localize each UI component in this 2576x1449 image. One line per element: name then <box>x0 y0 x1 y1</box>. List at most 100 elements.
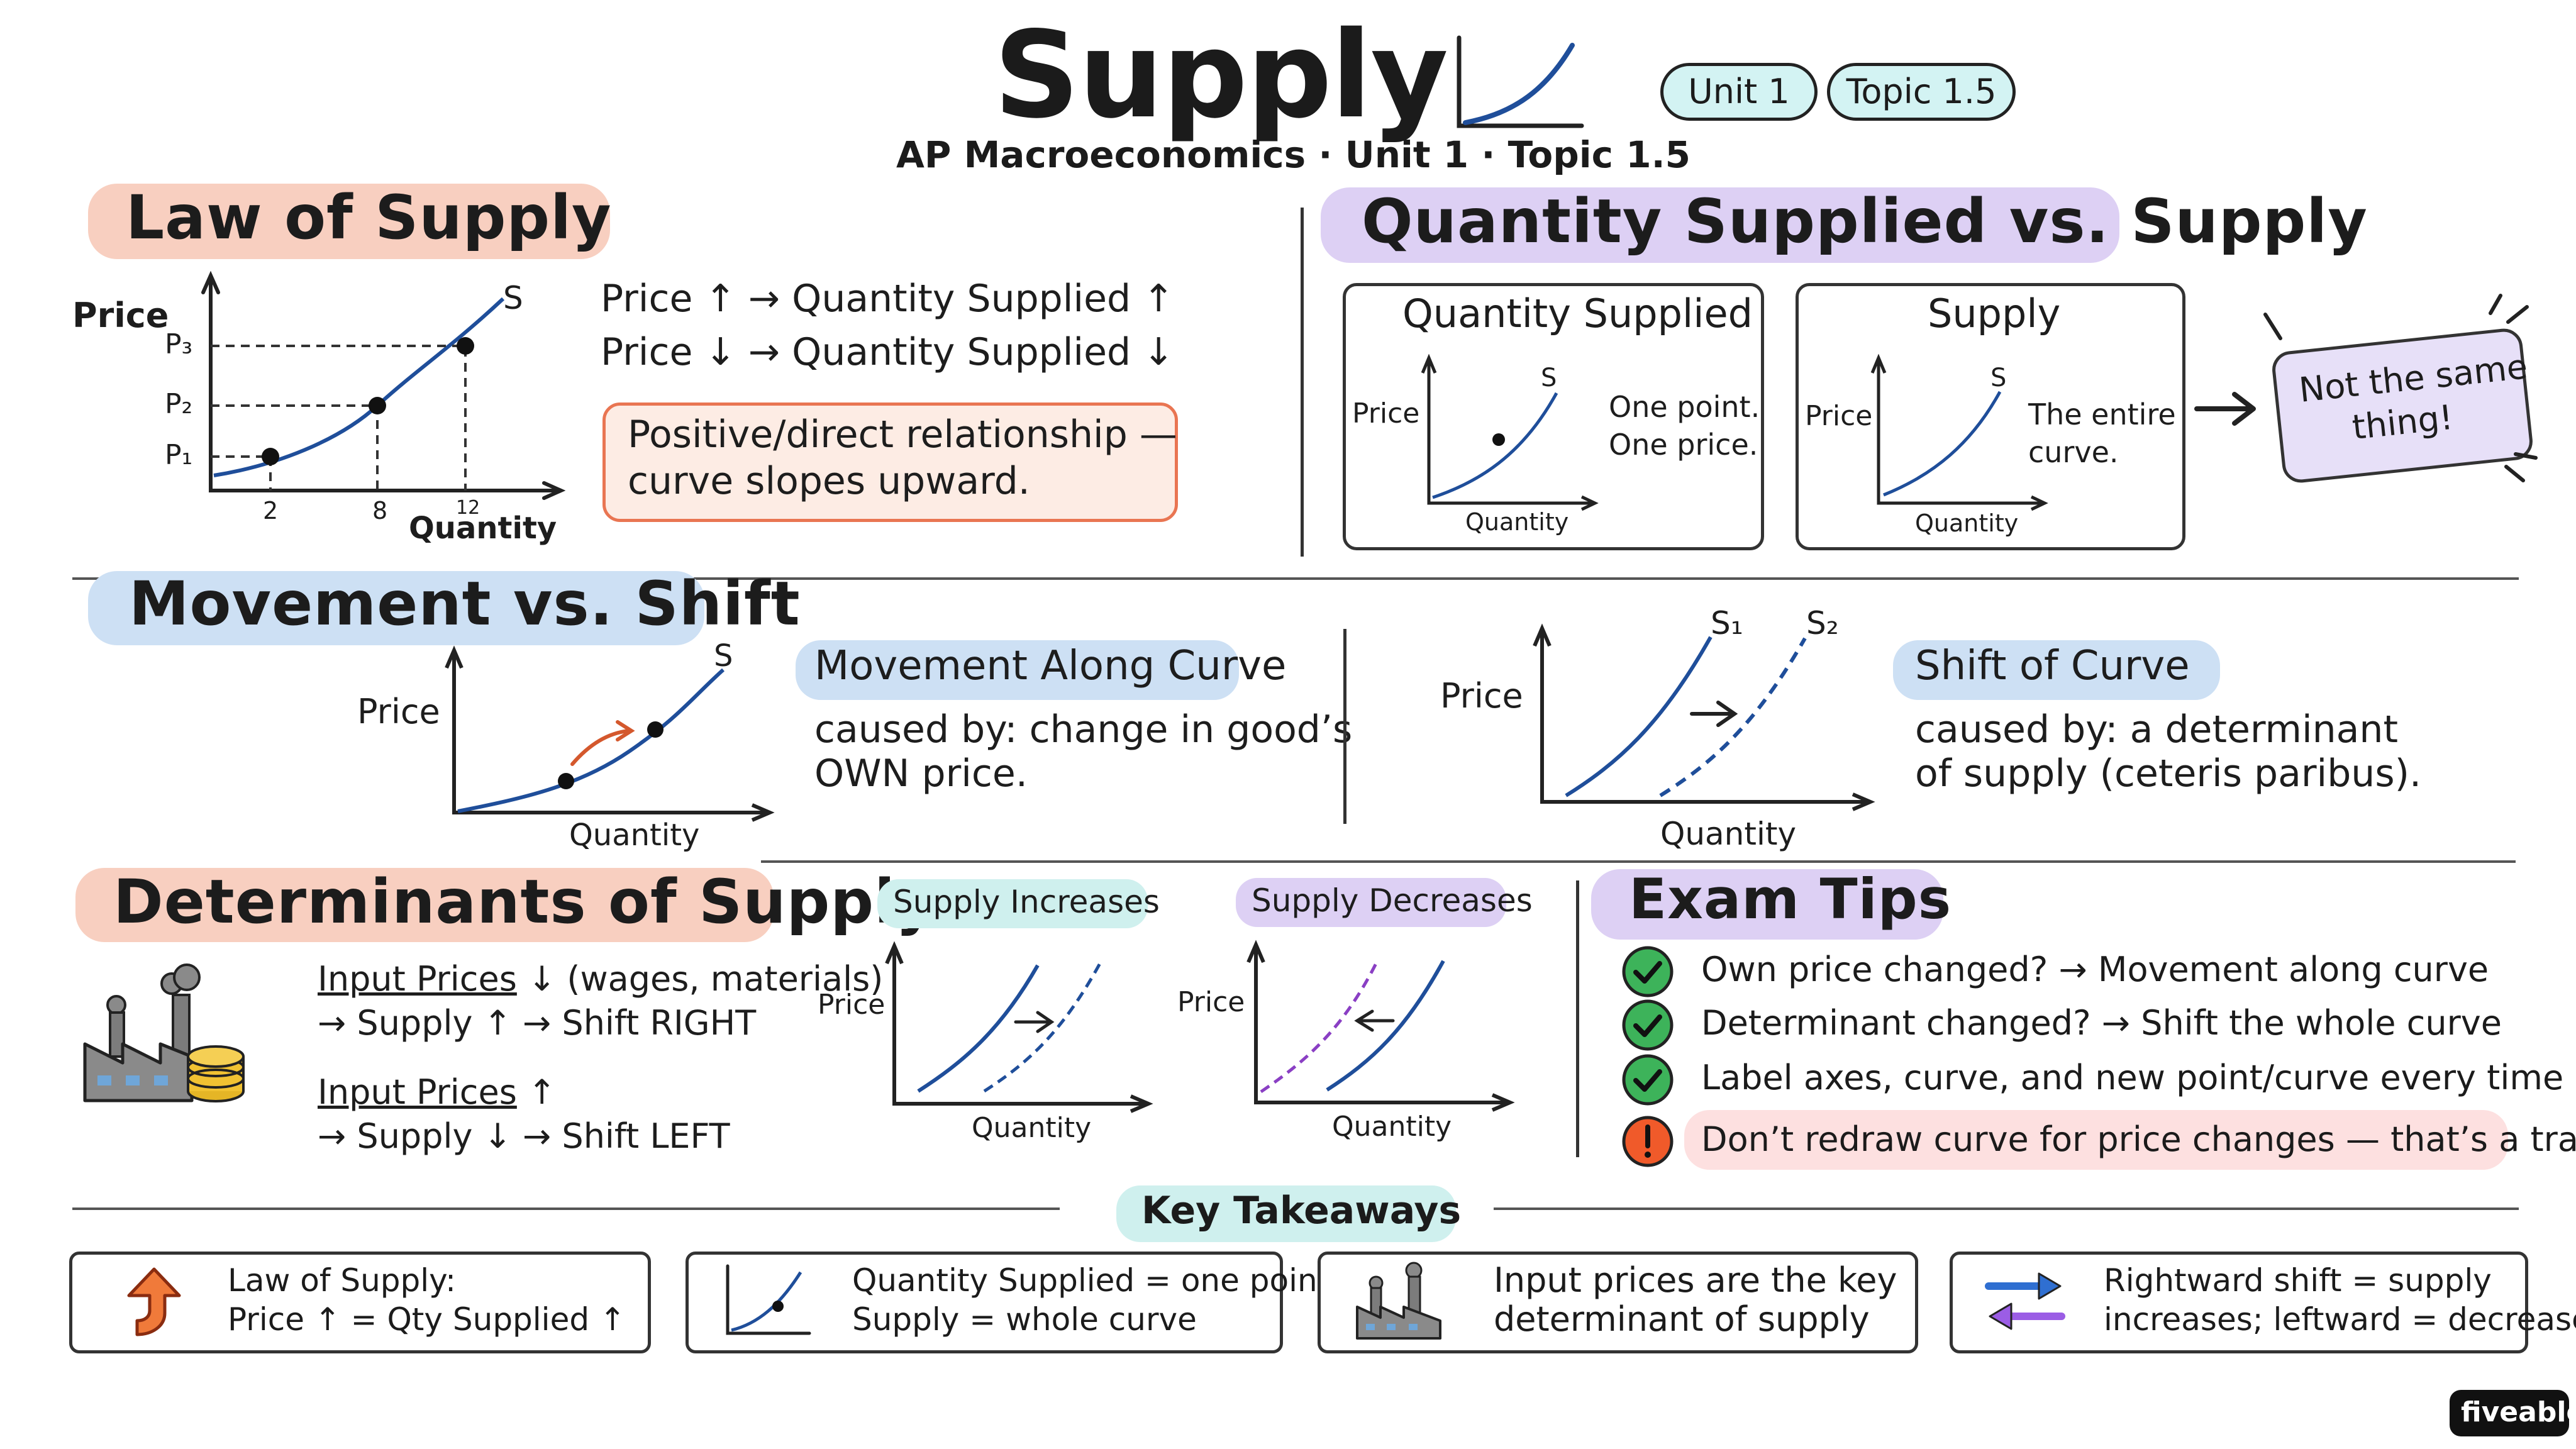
qs-box-curve: S <box>1541 364 1557 392</box>
law-quantity-axis-label: Quantity <box>409 511 557 546</box>
shift-line2: of supply (ceteris paribus). <box>1915 752 2422 796</box>
supply-box-curve: S <box>1990 364 2007 392</box>
law-highlight <box>88 184 610 259</box>
emphasis-marks-icon <box>2263 294 2538 482</box>
decrease-quantity-label: Quantity <box>1332 1111 1452 1143</box>
det-item2-label: Input Prices <box>318 1072 517 1112</box>
movement-price-label: Price <box>357 692 440 731</box>
takeaway-4-line2: increases; leftward = decreases <box>2104 1301 2576 1338</box>
movement-curve-label: S <box>714 638 733 674</box>
warning-icon <box>1622 1116 1674 1167</box>
right-arrow-icon <box>2194 392 2256 426</box>
increase-title: Supply Increases <box>893 884 1160 920</box>
qs-highlight <box>1321 187 2119 263</box>
qs-box-price: Price <box>1352 397 1420 430</box>
takeaway-4-line1: Rightward shift = supply <box>2104 1262 2492 1299</box>
law-heading: Law of Supply <box>126 182 612 253</box>
law-note-box <box>602 402 1178 522</box>
shift-curve-s2: S₂ <box>1806 605 1839 641</box>
supply-curve-icon <box>726 1264 811 1335</box>
shift-line1: caused by: a determinant <box>1915 708 2398 752</box>
decrease-title: Supply Decreases <box>1252 882 1533 919</box>
qs-box <box>1343 283 1764 550</box>
det-item1-line2: → Supply ↑ → Shift RIGHT <box>318 1003 757 1043</box>
det-item2-line2: → Supply ↓ → Shift LEFT <box>318 1116 730 1156</box>
title-curve-icon <box>1457 35 1584 128</box>
qs-box-line2: One price. <box>1609 428 1758 462</box>
takeaways-highlight <box>1116 1185 1456 1242</box>
small-factory-icon <box>1356 1262 1441 1340</box>
tip-2: Determinant changed? → Shift the whole c… <box>1701 1003 2502 1043</box>
supply-box-price: Price <box>1805 400 1873 432</box>
decrease-graph <box>1246 940 1515 1112</box>
shift-title-highlight <box>1893 640 2220 700</box>
page-title: Supply <box>994 6 1448 145</box>
law-label-p3: P₃ <box>165 328 193 360</box>
law-graph <box>201 270 566 500</box>
supply-box-line1: The entire <box>2028 397 2176 431</box>
det-item2-rest: ↑ <box>516 1072 557 1112</box>
takeaway-card-2 <box>686 1252 1283 1353</box>
increase-title-highlight <box>877 879 1148 928</box>
page-subtitle: AP Macroeconomics · Unit 1 · Topic 1.5 <box>896 133 1691 176</box>
movement-highlight <box>88 571 704 645</box>
takeaway-3-line2: determinant of supply <box>1494 1299 1870 1339</box>
increase-quantity-label: Quantity <box>972 1112 1092 1144</box>
decrease-price-label: Price <box>1177 986 1245 1018</box>
law-point-p2 <box>369 397 386 414</box>
law-point-p1 <box>262 448 279 465</box>
movement-graph <box>445 645 775 822</box>
law-tick-8: 8 <box>372 497 388 525</box>
law-label-p1: P₁ <box>165 439 193 471</box>
tip-4: Don’t redraw curve for price changes — t… <box>1701 1119 2576 1159</box>
qs-single-point <box>1492 433 1505 446</box>
qs-heading: Quantity Supplied vs. Supply <box>1362 186 2368 257</box>
movement-line2: OWN price. <box>814 752 1028 796</box>
check-icon-2 <box>1622 999 1674 1051</box>
tips-divider <box>1576 880 1579 1157</box>
movement-point-a <box>558 773 574 789</box>
takeaway-1-line2: Price ↑ = Qty Supplied ↑ <box>228 1301 626 1338</box>
shift-curve-s1: S₁ <box>1711 605 1743 641</box>
det-item1-rest: ↓ (wages, materials) <box>516 959 884 999</box>
check-icon-1 <box>1622 946 1674 997</box>
shift-quantity-label: Quantity <box>1660 816 1797 852</box>
supply-box <box>1796 283 2185 550</box>
law-rule-up: Price ↑ → Quantity Supplied ↑ <box>601 277 1175 321</box>
movement-shift-divider <box>1343 629 1346 824</box>
decrease-title-highlight <box>1236 878 1506 927</box>
increase-price-label: Price <box>818 989 886 1021</box>
up-arrow-icon <box>127 1267 181 1336</box>
law-note-line1: Positive/direct relationship — <box>628 413 1177 457</box>
tips-heading: Exam Tips <box>1629 867 1952 931</box>
takeaway-2-line2: Supply = whole curve <box>852 1301 1197 1338</box>
factory-icon <box>83 963 245 1102</box>
det-item1-label: Input Prices <box>318 959 517 999</box>
supply-box-title: Supply <box>1928 291 2061 336</box>
check-icon-3 <box>1622 1054 1674 1106</box>
takeaways-divider-right <box>1494 1208 2519 1210</box>
increase-graph <box>885 941 1153 1113</box>
law-point-p3 <box>457 337 474 355</box>
takeaways-divider-left <box>72 1208 1060 1210</box>
qs-box-quantity: Quantity <box>1465 508 1569 536</box>
law-curve-label: S <box>503 280 523 316</box>
topic-badge: Topic 1.5 <box>1827 63 2016 121</box>
tip-4-highlight <box>1684 1110 2508 1170</box>
law-tick-12: 12 <box>456 497 480 519</box>
shift-graph <box>1533 623 1875 811</box>
tip-3: Label axes, curve, and new point/curve e… <box>1701 1058 2564 1097</box>
unit-badge: Unit 1 <box>1660 63 1818 121</box>
brand-name: fiveable <box>2461 1396 2576 1428</box>
law-label-p2: P₂ <box>165 388 193 420</box>
supply-box-line2: curve. <box>2028 435 2119 469</box>
takeaway-2-line1: Quantity Supplied = one point; <box>852 1262 1341 1299</box>
supply-box-quantity: Quantity <box>1915 509 2019 537</box>
takeaways-heading: Key Takeaways <box>1141 1189 1462 1233</box>
law-rule-down: Price ↓ → Quantity Supplied ↓ <box>601 330 1175 374</box>
determinants-heading: Determinants of Supply <box>113 867 936 937</box>
takeaway-3-line1: Input prices are the key <box>1494 1260 1897 1300</box>
takeaway-card-4 <box>1950 1252 2528 1353</box>
brand-badge <box>2450 1390 2569 1436</box>
